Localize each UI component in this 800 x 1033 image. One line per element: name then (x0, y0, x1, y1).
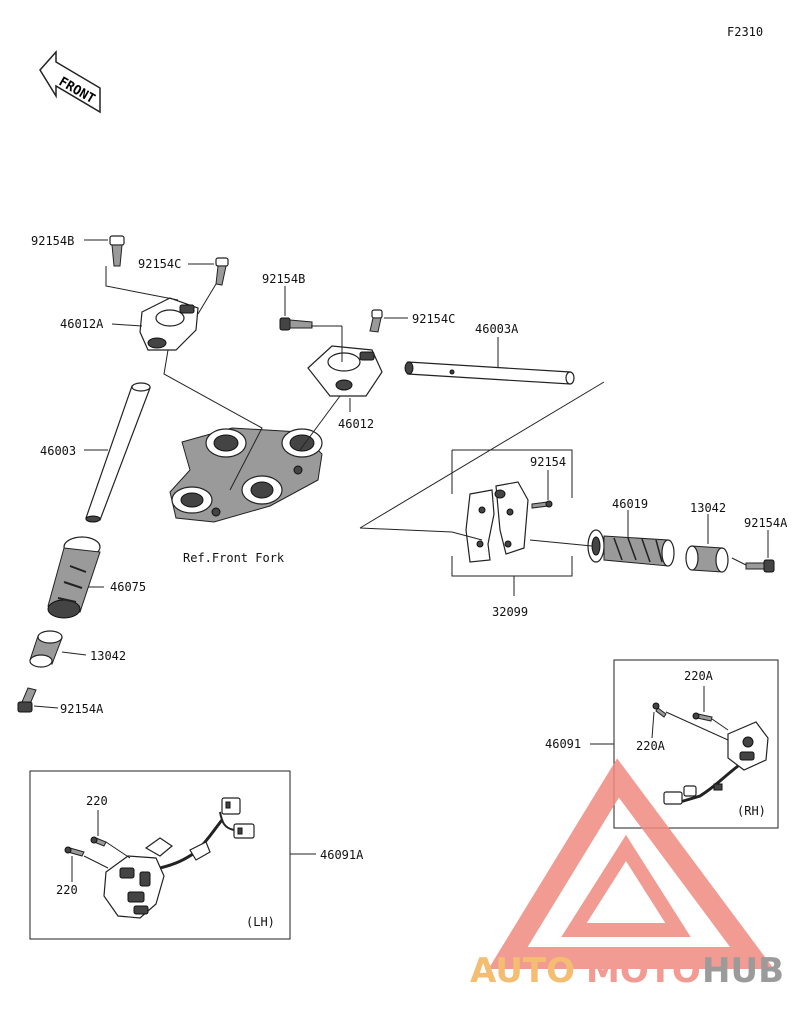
label-92154A-right: 92154A (744, 516, 788, 530)
label-rh: (RH) (737, 804, 766, 818)
label-46091A: 46091A (320, 848, 364, 862)
label-ref-front-fork: Ref.Front Fork (183, 551, 285, 565)
figure-code: F2310 (727, 25, 763, 39)
screw-220A-top[interactable] (692, 712, 713, 722)
label-46012A: 46012A (60, 317, 104, 331)
front-arrow-icon: FRONT (39, 50, 101, 114)
bolt-92154B-mid[interactable] (279, 317, 313, 331)
label-46003: 46003 (40, 444, 76, 458)
label-220-top: 220 (86, 794, 108, 808)
label-92154A-left: 92154A (60, 702, 104, 716)
throttle-housing-32099[interactable] (465, 481, 529, 563)
bolt-92154A-right[interactable] (745, 559, 775, 573)
label-32099: 32099 (492, 605, 528, 619)
label-220A-top: 220A (684, 669, 714, 683)
label-92154B-mid: 92154B (262, 272, 305, 286)
label-92154B-left: 92154B (31, 234, 74, 248)
label-46075: 46075 (110, 580, 146, 594)
logo-text-hub: HUB (702, 951, 784, 991)
handlebar-holder-46012A[interactable] (139, 297, 199, 351)
label-220A-bottom: 220A (636, 739, 666, 753)
label-92154: 92154 (530, 455, 566, 469)
bolt-92154B-left[interactable] (109, 235, 125, 267)
bolt-92154C-mid[interactable] (369, 309, 383, 333)
grip-46075[interactable] (47, 536, 101, 619)
label-13042-right: 13042 (690, 501, 726, 515)
label-46019: 46019 (612, 497, 648, 511)
label-220-bottom: 220 (56, 883, 78, 897)
bolt-92154A-left[interactable] (17, 687, 37, 713)
handlebar-tube-46003[interactable] (85, 382, 151, 523)
screw-92154[interactable] (531, 500, 553, 509)
bar-end-weight-13042-left[interactable] (29, 630, 63, 668)
lh-switch-box (29, 770, 291, 940)
label-46012: 46012 (338, 417, 374, 431)
label-lh: (LH) (246, 915, 275, 929)
lh-switch-46091A[interactable] (103, 797, 255, 919)
triple-clamp-ref-front-fork (169, 427, 323, 523)
automotohub-logo: AUTO MOTO HUB (470, 758, 784, 991)
screw-220-top[interactable] (90, 836, 107, 847)
logo-text-auto: AUTO (470, 951, 575, 991)
bolt-92154C-left[interactable] (215, 257, 229, 286)
screw-220A-bottom[interactable] (652, 702, 667, 718)
screw-220-bottom[interactable] (64, 846, 85, 857)
label-13042-left: 13042 (90, 649, 126, 663)
label-46091: 46091 (545, 737, 581, 751)
label-46003A: 46003A (475, 322, 519, 336)
throttle-grip-46019[interactable] (587, 529, 675, 567)
handlebar-holder-46012[interactable] (307, 345, 383, 397)
label-92154C-left: 92154C (138, 257, 181, 271)
handlebar-tube-46003A[interactable] (404, 361, 575, 385)
bar-end-weight-13042-right[interactable] (685, 545, 729, 573)
label-92154C-mid: 92154C (412, 312, 455, 326)
leader-lines (33, 239, 769, 882)
rh-switch-46091[interactable] (663, 721, 769, 805)
logo-text-moto: MOTO (586, 951, 701, 991)
